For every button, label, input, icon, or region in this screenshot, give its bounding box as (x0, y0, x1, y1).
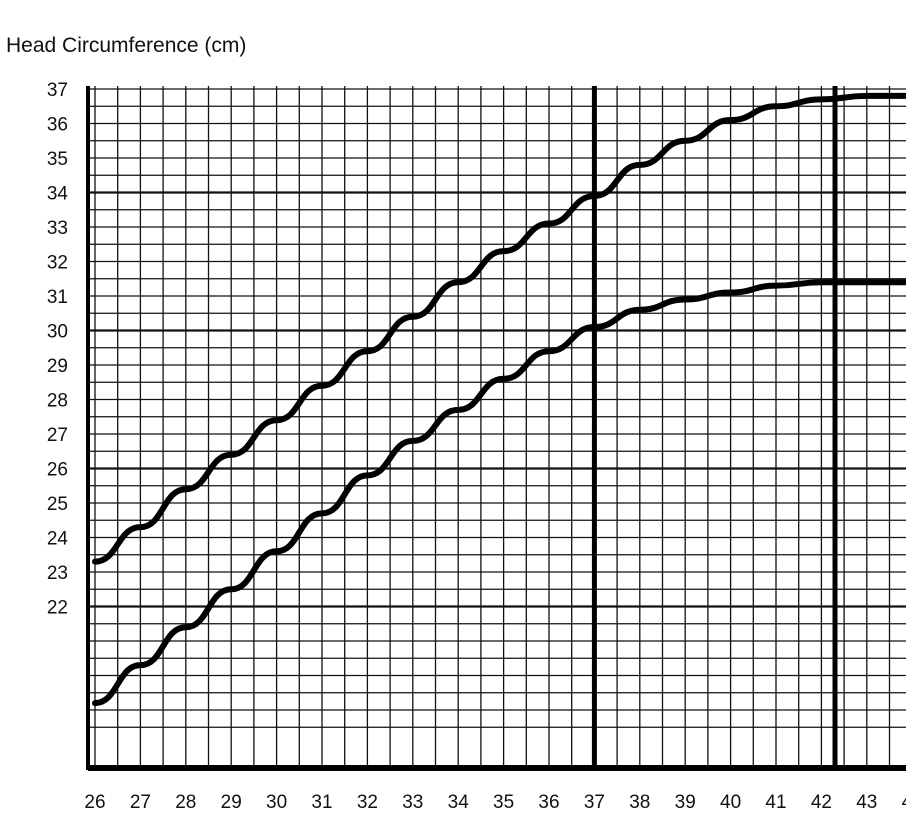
x-tick-label: 33 (402, 792, 423, 813)
x-tick-labels: 26 27 28 29 30 31 32 33 34 35 36 37 38 39 40 41 42 43 44 (84, 792, 906, 813)
axes (86, 86, 906, 771)
x-tick-label: 35 (493, 792, 514, 813)
y-tick-label: 33 (47, 218, 68, 239)
y-tick-label: 29 (47, 356, 68, 377)
x-tick-label: 39 (675, 792, 696, 813)
x-tick-label: 38 (629, 792, 650, 813)
x-tick-label: 34 (448, 792, 470, 813)
y-tick-label: 31 (47, 287, 68, 308)
x-tick-label: 42 (811, 792, 832, 813)
x-tick-label: 36 (538, 792, 559, 813)
x-tick-label: 37 (584, 792, 605, 813)
x-tick-label: 44 (902, 792, 906, 813)
x-tick-label: 26 (84, 792, 105, 813)
y-tick-label: 34 (47, 184, 69, 205)
grid (88, 86, 906, 768)
x-tick-label: 29 (221, 792, 242, 813)
x-tick-label: 32 (357, 792, 378, 813)
curve-2 (92, 279, 906, 707)
x-tick-label: 30 (266, 792, 287, 813)
x-tick-label: 27 (130, 792, 151, 813)
y-tick-label: 37 (47, 80, 68, 101)
x-tick-label: 43 (856, 792, 877, 813)
y-tick-label: 26 (47, 460, 68, 481)
y-tick-label: 28 (47, 391, 68, 412)
y-axis-title: Head Circumference (cm) (6, 34, 247, 57)
y-tick-label: 23 (47, 563, 68, 584)
y-tick-label: 24 (47, 529, 69, 550)
x-tick-label: 41 (765, 792, 786, 813)
y-tick-label: 22 (47, 598, 68, 619)
y-tick-label: 30 (47, 322, 68, 343)
y-tick-label: 32 (47, 253, 68, 274)
y-tick-label: 36 (47, 115, 68, 136)
curves (92, 92, 906, 707)
reference-lines (591, 86, 838, 768)
x-tick-label: 28 (175, 792, 196, 813)
y-tick-label: 27 (47, 425, 68, 446)
curve-1 (92, 92, 906, 565)
y-tick-labels: 37 36 35 34 33 32 31 30 29 28 27 26 25 24 23 22 (47, 80, 69, 619)
x-tick-label: 31 (311, 792, 332, 813)
y-tick-label: 35 (47, 149, 68, 170)
x-tick-label: 40 (720, 792, 741, 813)
y-tick-label: 25 (47, 494, 68, 515)
